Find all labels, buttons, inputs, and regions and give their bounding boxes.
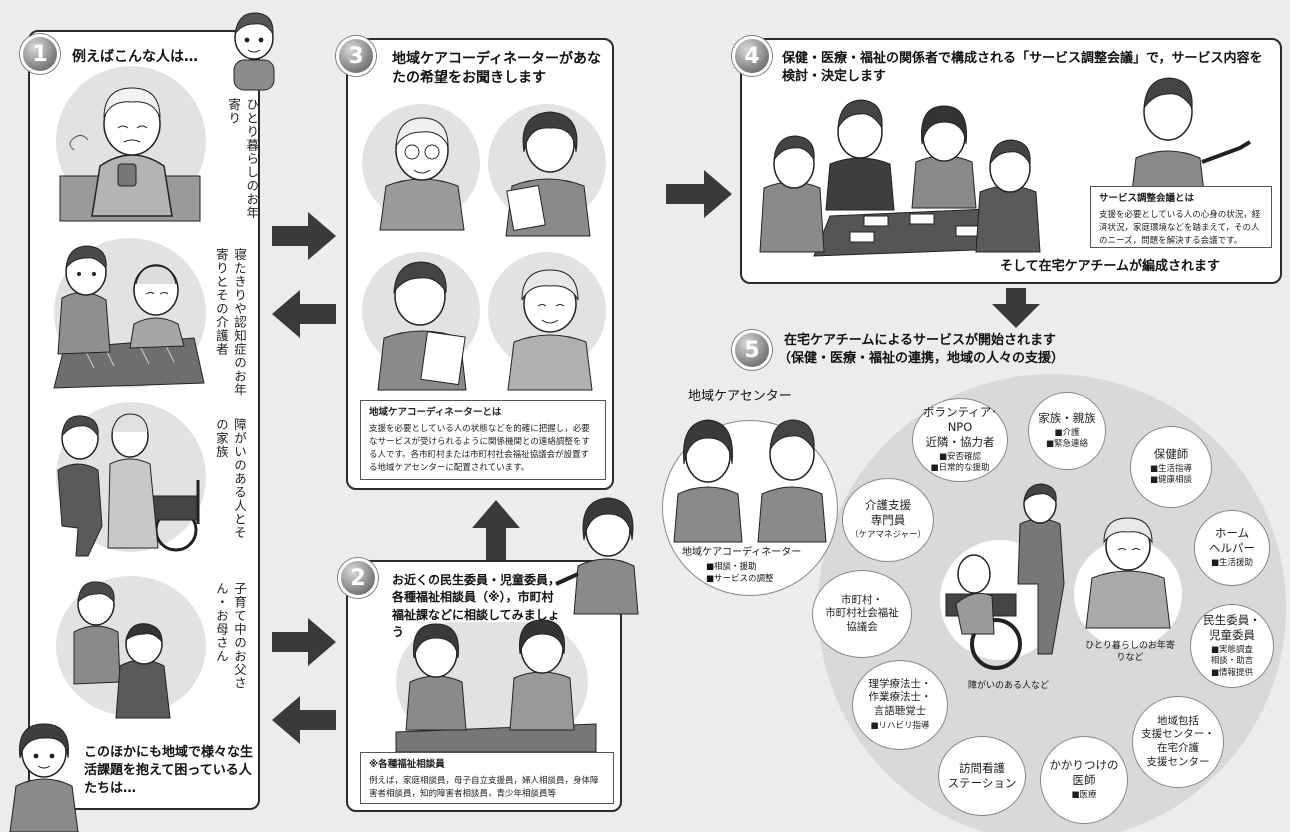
step4-note-body: 支援を必要としている人の心身の状況，経済状況，家庭環境などを踏まえて，その人のニ… bbox=[1099, 209, 1261, 247]
node-family-doctor-roles: ■医療 bbox=[1071, 790, 1097, 801]
node-municipality-name: 市町村・ 市町村社会福祉 協議会 bbox=[825, 593, 899, 633]
step2-title: お近くの民生委員・児童委員，各種福祉相談員（※），市町村福祉課などに相談してみま… bbox=[392, 573, 561, 640]
node-therapists-name: 理学療法士・ 作業療法士・ 言語聴覚士 bbox=[868, 677, 932, 718]
step3-note-heading: 地域ケアコーディネーターとは bbox=[369, 407, 502, 418]
node-regional-support-center: 地域包括 支援センター・ 在宅介護 支援センター bbox=[1132, 696, 1224, 788]
node-family-name: 家族・親族 bbox=[1038, 411, 1096, 426]
case2-label: 寝たきりや認知症のお年寄りとその介護者 bbox=[213, 248, 247, 397]
node-therapists: 理学療法士・ 作業療法士・ 言語聴覚士 ■リハビリ指導 bbox=[852, 660, 948, 750]
arrow-step1-to-step3 bbox=[272, 212, 336, 260]
coordinator-roles: ■相談・援助 ■サービスの調整 bbox=[706, 562, 774, 584]
parent-and-child-illustration bbox=[73, 581, 171, 719]
node-regional-support-center-name: 地域包括 支援センター・ 在宅介護 支援センター bbox=[1141, 714, 1215, 768]
node-family-doctor-name: かかりつけの 医師 bbox=[1049, 758, 1119, 788]
node-home-helper-name: ホーム ヘルパー bbox=[1209, 526, 1255, 556]
step1-number: 1 bbox=[20, 34, 60, 74]
node-care-manager: 介護支援 専門員 （ケアマネジャー） bbox=[842, 478, 934, 562]
elderly-man-illustration bbox=[379, 117, 465, 231]
step2-note-body: 例えば，家庭相談員，母子自立支援員，婦人相談員，身体障害者相談員，知的障害者相談… bbox=[369, 775, 599, 799]
node-visiting-nurse-station: 訪問看護 ステーション bbox=[938, 736, 1026, 816]
step1-title: 例えばこんな人は… bbox=[72, 49, 198, 65]
node-volunteer-npo: ボランティア･NPO 近隣・協力者 ■安否確認 ■日常的な援助 bbox=[912, 398, 1008, 482]
disabled-person-and-family-illustration bbox=[57, 413, 200, 557]
step2-note: ※各種福祉相談員 例えば，家庭相談員，母子自立支援員，婦人相談員，身体障害者相談… bbox=[360, 752, 614, 804]
node-municipality: 市町村・ 市町村社会福祉 協議会 bbox=[812, 570, 912, 658]
step5-subtitle: （保健・医療・福祉の連携，地域の人々の支援） bbox=[778, 351, 1065, 366]
elderly-woman-illustration bbox=[507, 269, 593, 391]
case3-label: 障がいのある人とその家族 bbox=[213, 418, 247, 540]
node-home-helper: ホーム ヘルパー ■生活援助 bbox=[1194, 510, 1270, 586]
disabled-client-label: 障がいのある人など bbox=[968, 681, 1050, 691]
step3-number: 3 bbox=[336, 36, 376, 76]
node-visiting-nurse-station-name: 訪問看護 ステーション bbox=[947, 761, 1017, 790]
step4-footer: そして在宅ケアチームが編成されます bbox=[1000, 259, 1220, 274]
boy-with-clipboard-illustration bbox=[377, 261, 467, 391]
node-volunteer-npo-name: ボランティア･NPO 近隣・協力者 bbox=[922, 405, 998, 449]
coordinator-label: 地域ケアコーディネーター bbox=[682, 547, 802, 558]
step1-footer: このほかにも地域で様々な生活課題を抱えて困っている人たちは… bbox=[84, 745, 254, 797]
node-public-health-nurse-name: 保健師 bbox=[1153, 447, 1189, 462]
arrow-step2-to-step3 bbox=[472, 500, 520, 560]
case1-label: ひとり暮らしのお年寄り bbox=[226, 98, 260, 220]
arrow-step3-to-step1 bbox=[272, 290, 336, 338]
step4-note-heading: サービス調整会議とは bbox=[1099, 193, 1195, 204]
woman-with-paper-illustration bbox=[505, 111, 591, 237]
node-care-manager-roles: （ケアマネジャー） bbox=[849, 530, 927, 541]
node-home-helper-roles: ■生活援助 bbox=[1210, 558, 1254, 569]
node-care-manager-name: 介護支援 専門員 bbox=[865, 498, 911, 528]
step2-number: 2 bbox=[338, 558, 378, 598]
node-public-health-nurse-roles: ■生活指導 ■健康相談 bbox=[1149, 464, 1193, 486]
arrow-step4-to-step5 bbox=[992, 288, 1040, 328]
step5-number: 5 bbox=[732, 330, 772, 370]
pointing-woman-illustration bbox=[555, 497, 639, 615]
explaining-boy-illustration bbox=[1131, 77, 1252, 193]
case4-label: 子育て中のお父さん・お母さん bbox=[213, 582, 247, 690]
step4-note: サービス調整会議とは 支援を必要としている人の心身の状況，経済状況，家庭環境など… bbox=[1090, 186, 1272, 248]
elderly-client-label: ひとり暮らしのお年寄りなど bbox=[1085, 641, 1175, 664]
step3-note: 地域ケアコーディネーターとは 支援を必要としている人の状態などを的確に把握し，必… bbox=[360, 400, 606, 480]
arrow-step1-to-step2 bbox=[272, 618, 336, 666]
step4-title: 保健・医療・福祉の関係者で構成される「サービス調整会議」で，サービス内容を検討・… bbox=[782, 51, 1263, 84]
elderly-woman-seated-illustration bbox=[1085, 517, 1171, 629]
node-volunteer-npo-roles: ■安否確認 ■日常的な援助 bbox=[930, 451, 990, 474]
care-coordinators-illustration bbox=[673, 419, 827, 543]
step2-note-heading: ※各種福祉相談員 bbox=[369, 759, 445, 770]
node-family: 家族・親族 ■介護 ■緊急連絡 bbox=[1028, 392, 1106, 470]
node-public-health-nurse: 保健師 ■生活指導 ■健康相談 bbox=[1130, 426, 1212, 508]
node-welfare-commissioner-roles: ■実態調査 相談・助言 ■情報提供 bbox=[1210, 644, 1254, 678]
node-therapists-roles: ■リハビリ指導 bbox=[870, 720, 930, 731]
step4-number: 4 bbox=[732, 36, 772, 76]
narrator-boy-illustration bbox=[233, 12, 275, 91]
elderly-person-illustration bbox=[59, 87, 201, 222]
arrow-step2-to-step1 bbox=[272, 696, 336, 744]
node-family-roles: ■介護 ■緊急連絡 bbox=[1045, 428, 1089, 450]
meeting-illustration bbox=[759, 99, 1041, 257]
consultation-illustration bbox=[395, 619, 597, 753]
node-welfare-commissioner: 民生委員・ 児童委員 ■実態調査 相談・助言 ■情報提供 bbox=[1190, 604, 1274, 688]
care-center-label: 地域ケアセンター bbox=[688, 389, 792, 404]
step5-title: 在宅ケアチームによるサービスが開始されます bbox=[784, 333, 1056, 348]
step3-title: 地域ケアコーディネーターがあなたの希望をお聞きします bbox=[392, 51, 602, 86]
step3-note-body: 支援を必要としている人の状態などを的確に把握し，必要なサービスが受けられるように… bbox=[369, 423, 590, 474]
carer-and-bedridden-illustration bbox=[53, 245, 205, 389]
node-family-doctor: かかりつけの 医師 ■医療 bbox=[1040, 736, 1128, 824]
narrator-girl-illustration bbox=[9, 723, 79, 832]
node-welfare-commissioner-name: 民生委員・ 児童委員 bbox=[1203, 612, 1261, 642]
wheelchair-client-illustration bbox=[945, 483, 1065, 670]
arrow-step3-to-step4 bbox=[666, 170, 732, 218]
